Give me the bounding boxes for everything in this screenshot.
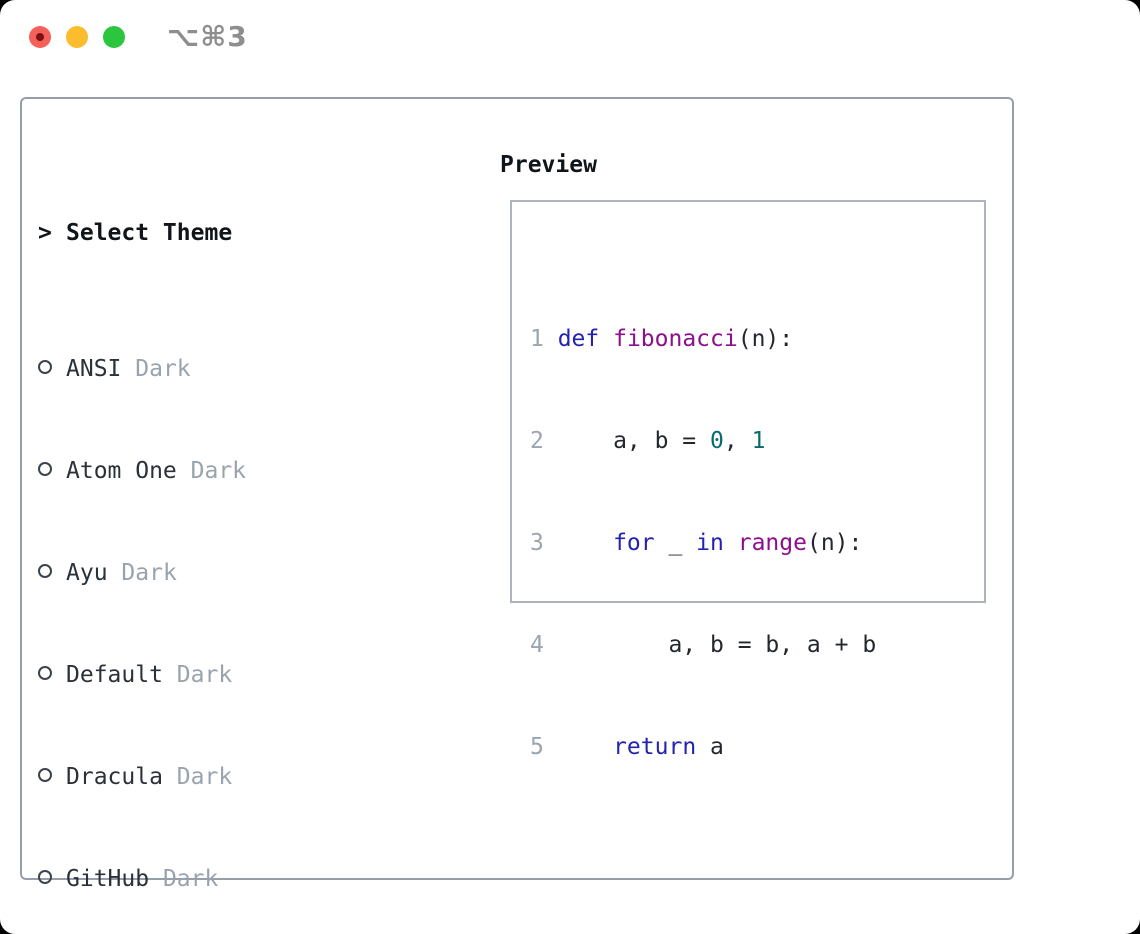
code-line: 4 a, b = b, a + b: [530, 628, 984, 662]
theme-option-default-dark[interactable]: Default Dark: [38, 658, 426, 692]
theme-option-ayu-dark[interactable]: Ayu Dark: [38, 556, 426, 590]
spacer: [530, 832, 984, 866]
focus-caret-icon: >: [38, 220, 52, 246]
minimize-button-icon[interactable]: [66, 26, 88, 48]
line-number: 3: [530, 530, 544, 556]
theme-variant: Dark: [135, 356, 191, 382]
theme-variant: Dark: [162, 866, 219, 892]
theme-variant: Dark: [121, 560, 177, 586]
radio-icon: [38, 870, 52, 884]
theme-option-atom-one-dark[interactable]: Atom One Dark: [38, 454, 426, 488]
radio-icon: [38, 564, 52, 578]
radio-icon: [38, 462, 52, 476]
theme-list: > Select Theme ANSI Dark Atom One Dark Ay…: [38, 148, 426, 934]
line-number: 1: [530, 326, 544, 352]
radio-icon: [38, 360, 52, 374]
theme-option-dracula-dark[interactable]: Dracula Dark: [38, 760, 426, 794]
select-theme-title: Select Theme: [66, 220, 233, 246]
code-line: 5 return a: [530, 730, 984, 764]
code-line: 2 a, b = 0, 1: [530, 424, 984, 458]
theme-variant: Dark: [176, 662, 233, 688]
line-number: 4: [530, 632, 544, 658]
close-button-icon[interactable]: [29, 26, 51, 48]
theme-variant: Dark: [176, 764, 233, 790]
maximize-button-icon[interactable]: [103, 26, 125, 48]
theme-picker-panel: > Select Theme ANSI Dark Atom One Dark Ay…: [20, 97, 1014, 892]
line-number: 5: [530, 734, 544, 760]
theme-variant: Dark: [190, 458, 247, 484]
line-number: 2: [530, 428, 544, 454]
radio-icon: [38, 666, 52, 680]
traffic-lights: [29, 26, 125, 48]
preview-header: Preview: [500, 152, 597, 178]
theme-option-github-dark[interactable]: GitHub Dark: [38, 862, 426, 896]
theme-option-ansi-dark[interactable]: ANSI Dark: [38, 352, 426, 386]
window-title: ⌥⌘3: [167, 20, 248, 53]
radio-icon: [38, 768, 52, 782]
select-theme-header: > Select Theme: [38, 216, 426, 250]
code-line: 3 for _ in range(n):: [530, 526, 984, 560]
